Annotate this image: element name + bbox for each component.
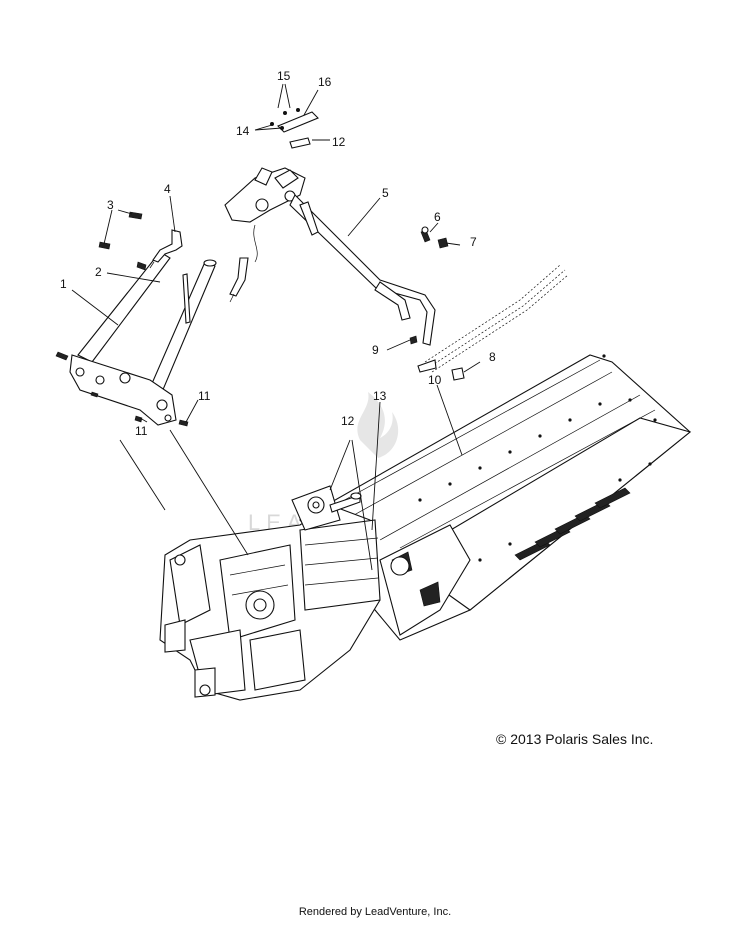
callout-1: 1 <box>60 277 67 291</box>
bulkhead-chassis <box>159 485 381 701</box>
callout-5: 5 <box>382 186 389 200</box>
callout-16: 16 <box>318 75 332 89</box>
callout-13: 13 <box>373 389 387 403</box>
small-parts <box>409 226 465 381</box>
rivet-holes <box>418 354 657 562</box>
callout-6: 6 <box>434 210 441 224</box>
throttle-cable <box>417 264 569 373</box>
hardware-bolts <box>98 211 183 271</box>
callout-4: 4 <box>164 182 171 196</box>
decal-plate <box>270 108 319 149</box>
copyright-text: © 2013 Polaris Sales Inc. <box>496 731 654 747</box>
callout-8: 8 <box>489 350 496 364</box>
footrest-slots <box>514 487 631 561</box>
leader-lines <box>71 83 481 571</box>
steering-post <box>224 167 436 346</box>
callout-15: 15 <box>277 69 291 83</box>
callout-11b: 11 <box>135 424 148 438</box>
callout-7: 7 <box>470 235 477 249</box>
callout-9: 9 <box>372 343 379 357</box>
footer-text: Rendered by LeadVenture, Inc. <box>298 906 452 918</box>
callout-3: 3 <box>107 198 114 212</box>
callout-12b: 12 <box>341 414 355 428</box>
tunnel-assembly <box>299 354 692 641</box>
callouts: 1 2 3 4 5 6 7 8 9 10 11 11 12 12 13 14 1… <box>60 69 496 438</box>
callout-10: 10 <box>428 373 442 387</box>
callout-2: 2 <box>95 265 102 279</box>
callout-14: 14 <box>236 124 250 138</box>
callout-12a: 12 <box>332 135 346 149</box>
callout-11a: 11 <box>198 389 211 403</box>
